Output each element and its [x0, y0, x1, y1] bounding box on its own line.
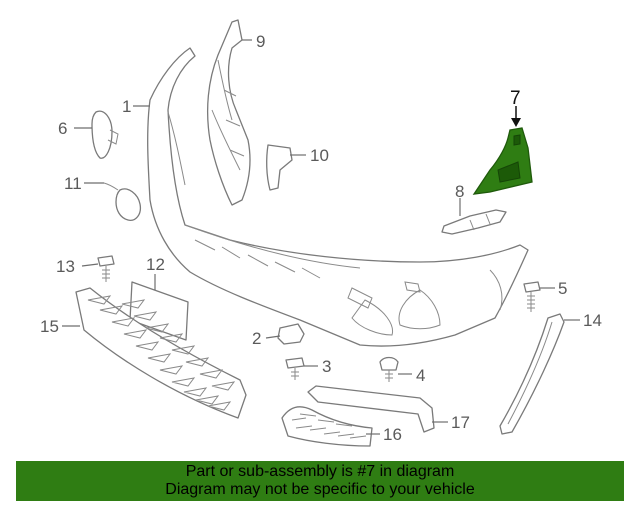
part-9-carrier[interactable] — [206, 19, 251, 206]
callout-9: 9 — [256, 32, 265, 51]
part-6-tow-cover[interactable] — [91, 110, 119, 159]
callout-6: 6 — [58, 119, 67, 138]
callout-10: 10 — [310, 146, 329, 165]
callout-17: 17 — [451, 413, 470, 432]
banner-line-part-number: Part or sub-assembly is #7 in diagram — [185, 463, 455, 480]
callout-7: 7 — [510, 88, 521, 109]
part-3-push-fastener[interactable] — [285, 357, 305, 380]
part-12-plate-bracket[interactable] — [129, 281, 189, 341]
callout-8: 8 — [455, 182, 464, 201]
callout-5: 5 — [558, 279, 567, 298]
part-5-screw[interactable] — [523, 281, 541, 312]
part-7-highlighted-bracket[interactable] — [472, 127, 533, 195]
part-14-side-moulding[interactable] — [499, 313, 565, 435]
part-10-bracket[interactable] — [266, 144, 293, 191]
part-13-screw[interactable] — [97, 255, 115, 282]
callout-16: 16 — [383, 425, 402, 444]
callout-15: 15 — [40, 317, 59, 336]
part-4-clip[interactable] — [379, 356, 399, 383]
callout-3: 3 — [322, 357, 331, 376]
part-16-grille-insert[interactable] — [281, 406, 373, 447]
info-banner: Part or sub-assembly is #7 in diagram Di… — [16, 461, 624, 501]
callout-11: 11 — [64, 174, 82, 193]
leader-lines — [62, 39, 580, 435]
part-17-trim-moulding[interactable] — [307, 385, 435, 433]
callout-4: 4 — [416, 366, 425, 385]
banner-line-disclaimer: Diagram may not be specific to your vehi… — [165, 481, 475, 498]
callout-13: 13 — [56, 257, 75, 276]
part-15-lower-grille[interactable] — [75, 287, 247, 419]
callout-14: 14 — [583, 311, 602, 330]
callout-2: 2 — [252, 329, 261, 348]
part-2-clip[interactable] — [277, 323, 305, 345]
callout-12: 12 — [146, 255, 165, 274]
exploded-parts-diagram: 1 2 3 4 5 6 7 8 9 10 11 12 13 14 15 16 1… — [40, 19, 602, 447]
part-11-washer-cap[interactable] — [103, 182, 142, 221]
part-8-trim-strip[interactable] — [441, 209, 507, 235]
callout-1: 1 — [122, 97, 131, 116]
part-1-bumper-cover[interactable] — [147, 47, 529, 347]
